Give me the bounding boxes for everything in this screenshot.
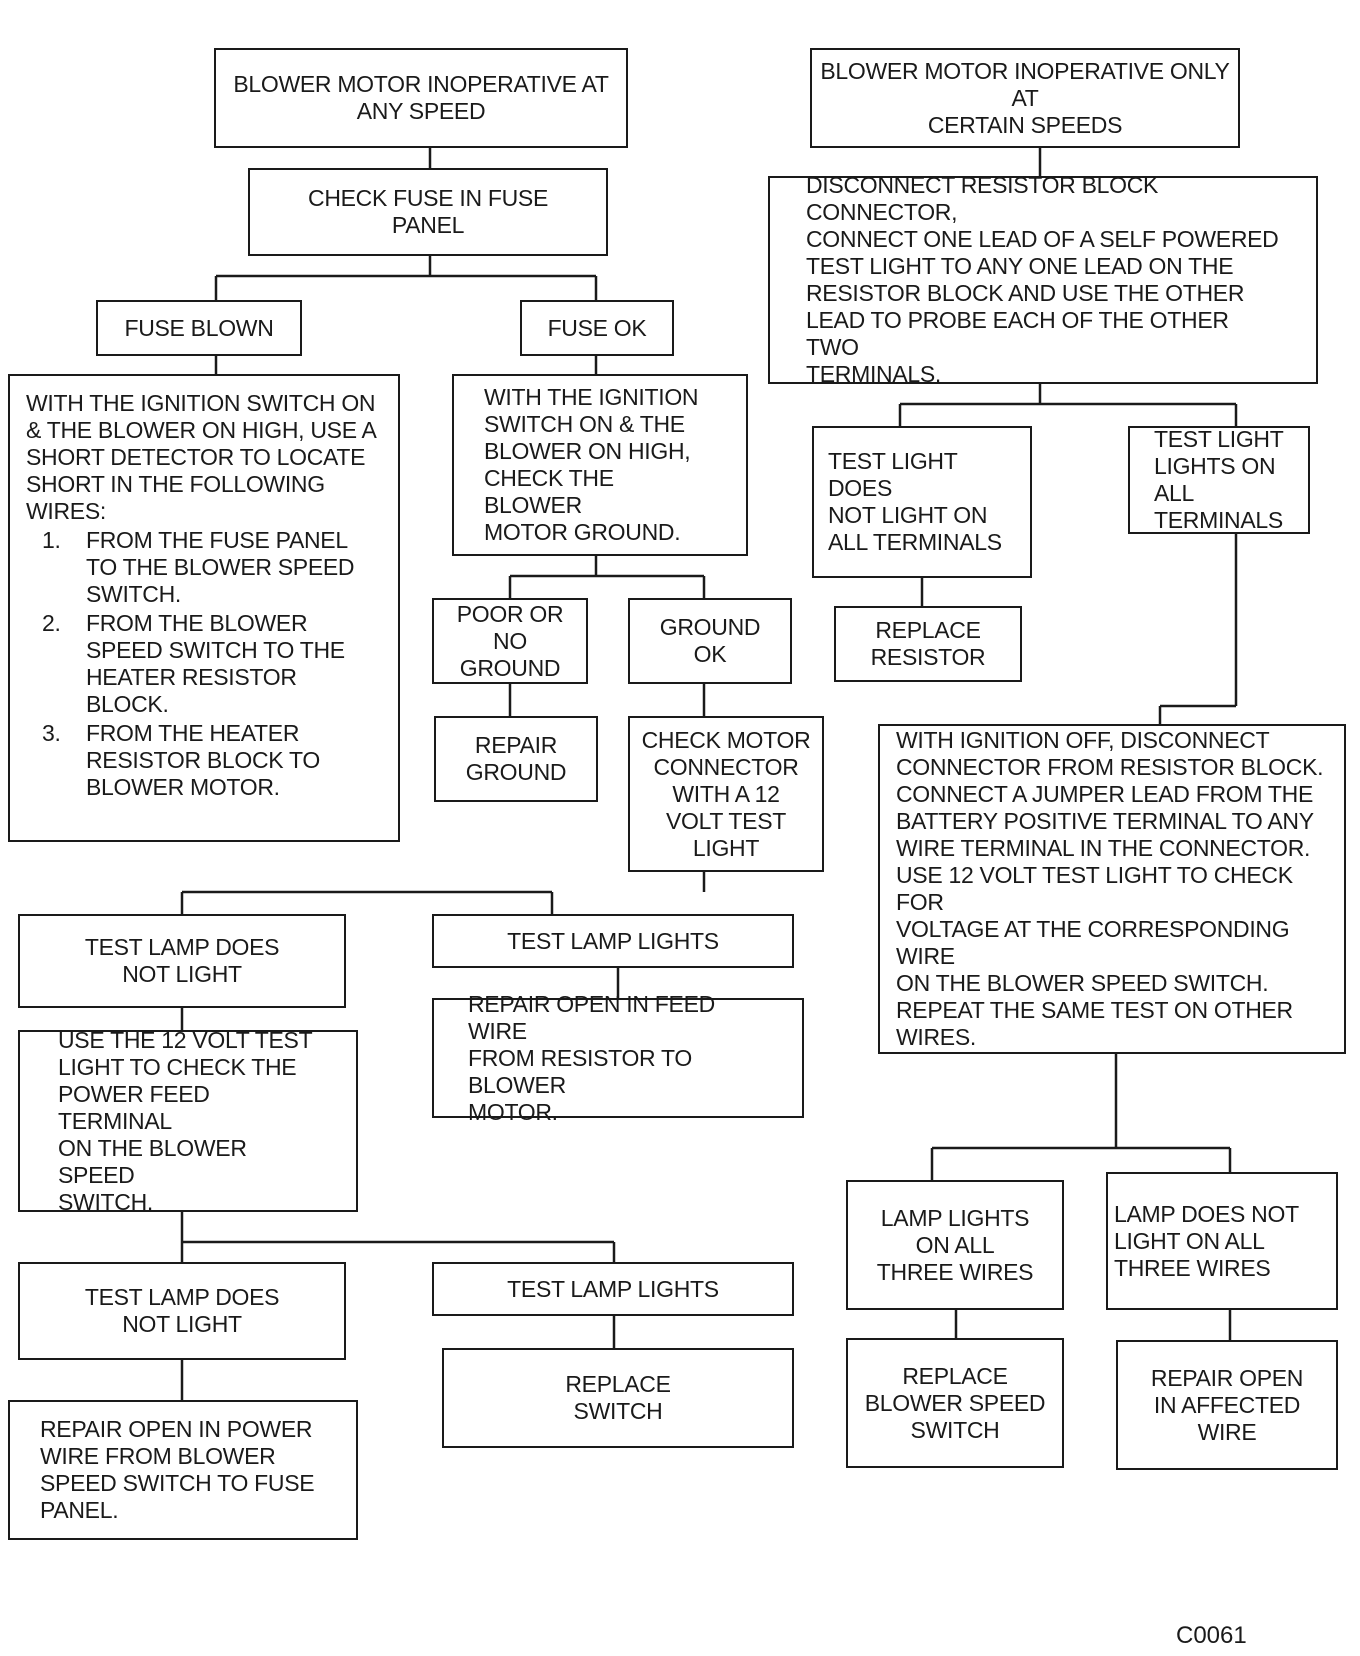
node-text: BLOWER MOTOR INOPERATIVE AT ANY SPEED xyxy=(233,71,609,124)
list-item: 1. FROM THE FUSE PANEL TO THE BLOWER SPE… xyxy=(26,527,382,608)
list-item-text: FROM THE HEATER RESISTOR BLOCK TO BLOWER… xyxy=(86,720,320,800)
node-text: FUSE BLOWN xyxy=(124,314,274,341)
node-fuse-ok: FUSE OK xyxy=(520,300,674,356)
node-short-detector-instructions: WITH THE IGNITION SWITCH ON & THE BLOWER… xyxy=(8,374,400,842)
node-repair-ground: REPAIR GROUND xyxy=(434,716,598,802)
node-disconnect-resistor-block: DISCONNECT RESISTOR BLOCK CONNECTOR, CON… xyxy=(768,172,1318,387)
node-check-power-feed: USE THE 12 VOLT TEST LIGHT TO CHECK THE … xyxy=(18,1027,358,1215)
node-repair-feed-wire: REPAIR OPEN IN FEED WIRE FROM RESISTOR T… xyxy=(432,991,804,1125)
node-text: REPLACE RESISTOR xyxy=(870,617,986,670)
node-poor-or-no-ground: POOR OR NO GROUND xyxy=(432,598,588,684)
node-text: FUSE OK xyxy=(547,314,647,341)
node-text: REPLACE SWITCH xyxy=(565,1371,671,1424)
figure-code: C0061 xyxy=(1176,1622,1247,1649)
node-check-fuse: CHECK FUSE IN FUSE PANEL xyxy=(248,168,608,256)
list-item-text: FROM THE FUSE PANEL TO THE BLOWER SPEED … xyxy=(86,527,355,607)
node-lamp-lights-all-wires: LAMP LIGHTS ON ALL THREE WIRES xyxy=(846,1180,1064,1310)
node-text: TEST LAMP LIGHTS xyxy=(507,927,719,954)
node-test-light-not-all-terminals: TEST LIGHT DOES NOT LIGHT ON ALL TERMINA… xyxy=(812,426,1032,578)
node-text: TEST LIGHT LIGHTS ON ALL TERMINALS xyxy=(1154,426,1284,533)
node-text: CHECK MOTOR CONNECTOR WITH A 12 VOLT TES… xyxy=(641,726,811,861)
node-text: REPAIR GROUND xyxy=(465,732,567,785)
node-replace-blower-speed-switch: REPLACE BLOWER SPEED SWITCH xyxy=(846,1338,1064,1468)
list-item-number: 3. xyxy=(42,720,61,746)
node-jumper-lead-test: WITH IGNITION OFF, DISCONNECT CONNECTOR … xyxy=(878,724,1346,1054)
node-check-motor-ground: WITH THE IGNITION SWITCH ON & THE BLOWER… xyxy=(452,374,748,556)
list-item-number: 2. xyxy=(42,610,61,636)
node-replace-resistor: REPLACE RESISTOR xyxy=(834,606,1022,682)
node-replace-switch: REPLACE SWITCH xyxy=(442,1348,794,1448)
node-test-lamp-not-light-2: TEST LAMP DOES NOT LIGHT xyxy=(18,1262,346,1360)
list-item: 2. FROM THE BLOWER SPEED SWITCH TO THE H… xyxy=(26,610,382,718)
node-text: TEST LAMP LIGHTS xyxy=(507,1275,719,1302)
node-blower-inoperative-any-speed: BLOWER MOTOR INOPERATIVE AT ANY SPEED xyxy=(214,48,628,148)
node-test-lamp-not-light-1: TEST LAMP DOES NOT LIGHT xyxy=(18,914,346,1008)
node-text: REPAIR OPEN IN AFFECTED WIRE xyxy=(1150,1364,1304,1445)
node-text: TEST LAMP DOES NOT LIGHT xyxy=(84,1284,280,1337)
list-item: 3. FROM THE HEATER RESISTOR BLOCK TO BLO… xyxy=(26,720,382,801)
node-text: TEST LIGHT DOES NOT LIGHT ON ALL TERMINA… xyxy=(828,448,1002,555)
node-repair-power-wire: REPAIR OPEN IN POWER WIRE FROM BLOWER SP… xyxy=(8,1400,358,1540)
list-item-text: FROM THE BLOWER SPEED SWITCH TO THE HEAT… xyxy=(86,610,345,717)
node-check-motor-connector: CHECK MOTOR CONNECTOR WITH A 12 VOLT TES… xyxy=(628,716,824,872)
node-fuse-blown: FUSE BLOWN xyxy=(96,300,302,356)
node-text: DISCONNECT RESISTOR BLOCK CONNECTOR, CON… xyxy=(806,172,1279,387)
node-text: USE THE 12 VOLT TEST LIGHT TO CHECK THE … xyxy=(58,1026,313,1215)
node-blower-inoperative-certain-speeds: BLOWER MOTOR INOPERATIVE ONLY AT CERTAIN… xyxy=(810,48,1240,148)
node-text: LAMP DOES NOT LIGHT ON ALL THREE WIRES xyxy=(1114,1200,1299,1281)
node-text: LAMP LIGHTS ON ALL THREE WIRES xyxy=(876,1204,1034,1285)
short-detector-list: WITH THE IGNITION SWITCH ON & THE BLOWER… xyxy=(26,390,382,801)
node-text: REPAIR OPEN IN FEED WIRE FROM RESISTOR T… xyxy=(468,990,715,1125)
node-ground-ok: GROUND OK xyxy=(628,598,792,684)
node-text: WITH IGNITION OFF, DISCONNECT CONNECTOR … xyxy=(896,727,1324,1050)
list-intro: WITH THE IGNITION SWITCH ON & THE BLOWER… xyxy=(26,390,377,524)
node-lamp-not-light-all-wires: LAMP DOES NOT LIGHT ON ALL THREE WIRES xyxy=(1106,1172,1338,1310)
node-text: BLOWER MOTOR INOPERATIVE ONLY AT CERTAIN… xyxy=(820,57,1230,138)
list-item-number: 1. xyxy=(42,527,61,553)
node-test-light-all-terminals: TEST LIGHT LIGHTS ON ALL TERMINALS xyxy=(1128,426,1310,534)
node-test-lamp-lights-2: TEST LAMP LIGHTS xyxy=(432,1262,794,1316)
node-repair-open-affected-wire: REPAIR OPEN IN AFFECTED WIRE xyxy=(1116,1340,1338,1470)
node-text: REPAIR OPEN IN POWER WIRE FROM BLOWER SP… xyxy=(40,1416,315,1523)
node-text: POOR OR NO GROUND xyxy=(456,600,564,681)
node-text: WITH THE IGNITION SWITCH ON & THE BLOWER… xyxy=(484,384,699,545)
node-text: REPLACE BLOWER SPEED SWITCH xyxy=(864,1362,1046,1443)
node-text: GROUND OK xyxy=(659,614,761,667)
node-test-lamp-lights-1: TEST LAMP LIGHTS xyxy=(432,914,794,968)
node-text: TEST LAMP DOES NOT LIGHT xyxy=(84,934,280,987)
node-text: CHECK FUSE IN FUSE PANEL xyxy=(308,185,548,238)
